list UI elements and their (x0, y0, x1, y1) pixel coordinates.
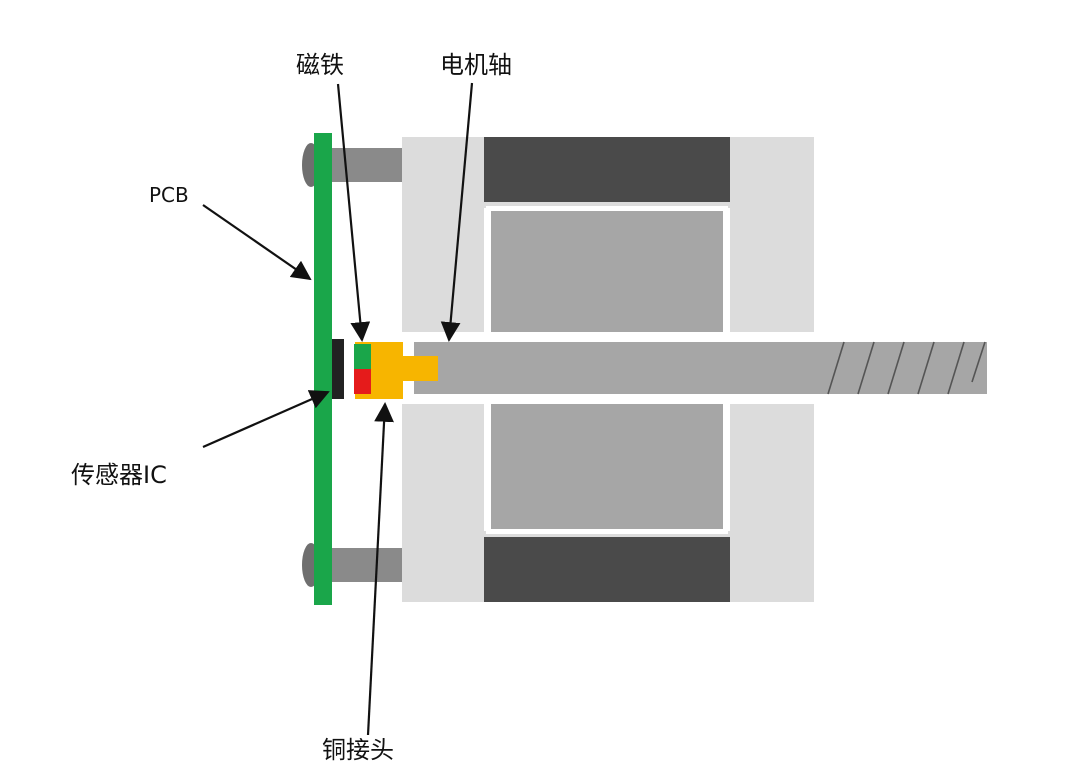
label-copper-head: 铜接头 (322, 736, 394, 764)
thread-line (971, 341, 986, 383)
copper-head-tip (403, 356, 438, 381)
pcb-board (314, 133, 332, 605)
shaft-thread (827, 341, 986, 395)
thread-line (947, 341, 965, 395)
top-screw-body (320, 148, 404, 182)
magnet-north (354, 344, 371, 369)
housing-top-band (484, 202, 730, 208)
arrow-pcb (202, 204, 312, 281)
sensor-ic (331, 339, 344, 399)
arrow-copper-head (366, 402, 394, 736)
magnet-stator-top (484, 137, 730, 202)
label-pcb: PCB (149, 183, 189, 207)
housing-bottom-left (402, 404, 484, 602)
rotor-assembly (402, 206, 990, 534)
housing-top-left (402, 137, 484, 332)
motor-housing (402, 137, 814, 602)
thread-line (917, 341, 935, 395)
magnet (354, 344, 371, 394)
thread-line (827, 341, 845, 395)
arrow-sensor-ic (202, 390, 330, 449)
thread-line (887, 341, 905, 395)
motor-shaft (412, 342, 987, 394)
arrow-motor-shaft (440, 82, 474, 342)
label-sensor-ic: 传感器IC (71, 461, 167, 489)
label-motor-shaft: 电机轴 (440, 51, 512, 79)
leader-arrows (202, 82, 474, 736)
magnet-south (354, 369, 371, 394)
bottom-screw-body (320, 548, 404, 582)
label-magnet: 磁铁 (296, 51, 344, 79)
housing-top-right (730, 137, 814, 332)
thread-line (857, 341, 875, 395)
arrow-magnet (336, 83, 371, 342)
magnet-stator-bottom (484, 537, 730, 602)
housing-bottom-right (730, 404, 814, 602)
